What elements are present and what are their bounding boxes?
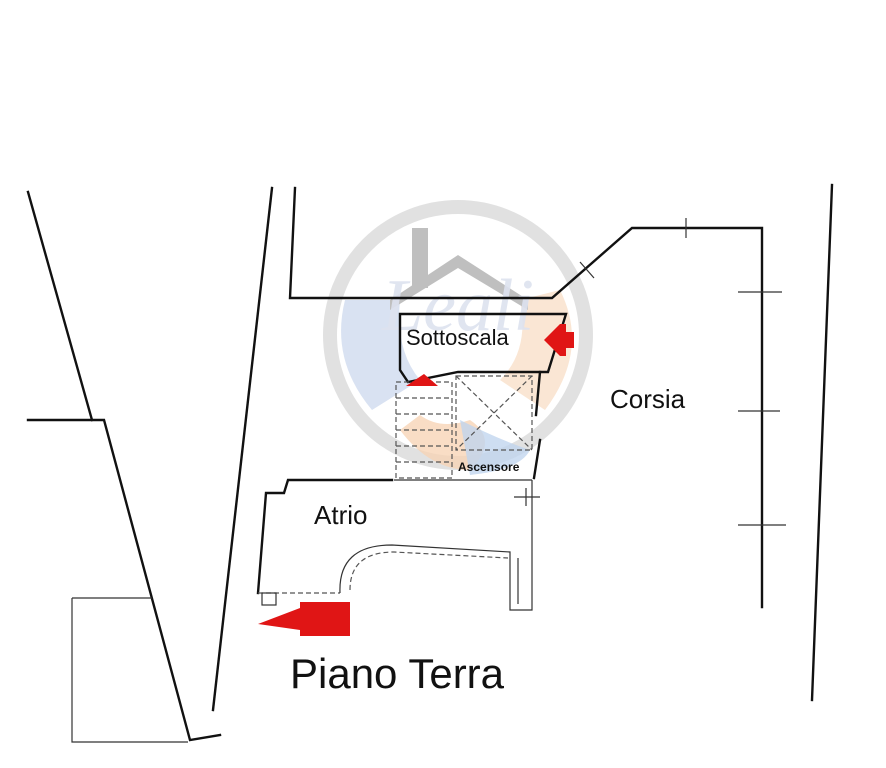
floor-title: Piano Terra bbox=[290, 650, 505, 697]
entrance-arrow-icon bbox=[258, 602, 350, 636]
stair-arrow-icon bbox=[406, 374, 438, 386]
room-label-ascensore: Ascensore bbox=[458, 460, 520, 474]
room-label-corsia: Corsia bbox=[610, 384, 686, 414]
building-outline bbox=[256, 183, 834, 702]
room-label-atrio: Atrio bbox=[314, 500, 367, 530]
sottoscala-arrow-icon bbox=[544, 324, 574, 356]
room-label-sottoscala: Sottoscala bbox=[406, 325, 509, 350]
left-building-outline bbox=[26, 186, 274, 743]
watermark-text: Leali bbox=[381, 265, 534, 347]
